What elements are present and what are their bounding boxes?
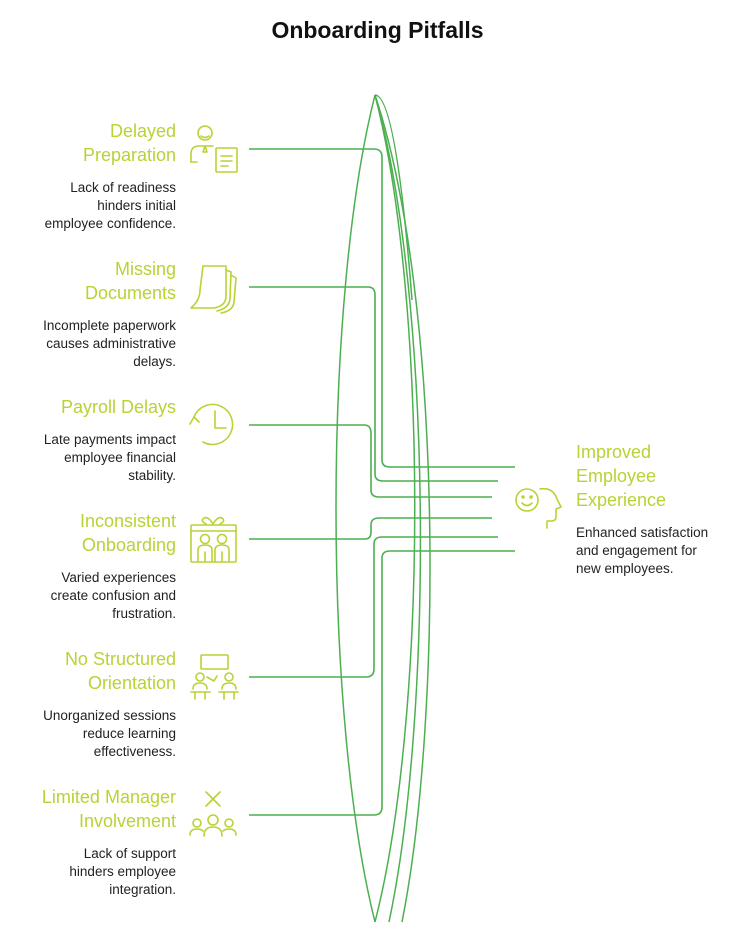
outcome-description: Enhanced satisfaction and engagement for… — [576, 525, 709, 576]
pitfall-desc-payroll-delays: Late payments impact employee financial … — [43, 432, 176, 483]
clock-icon — [189, 403, 234, 446]
connector-lines — [249, 148, 515, 816]
connector-missing-documents — [249, 286, 498, 482]
pitfall-desc-delayed-preparation: Lack of readiness hinders initial employ… — [44, 180, 176, 231]
documents-stack-icon — [190, 265, 237, 314]
team-x-icon — [189, 791, 237, 837]
pitfall-title-payroll-delays: Payroll Delays — [60, 397, 176, 417]
presentation-icon — [190, 654, 239, 700]
pitfall-title-delayed-preparation: Delayed Preparation — [82, 121, 176, 165]
connector-delayed-preparation — [249, 148, 515, 468]
smiling-head-icon — [515, 487, 562, 529]
gift-people-icon — [190, 516, 237, 563]
connector-no-structured-orientation — [249, 536, 498, 678]
connector-limited-manager-involvement — [249, 550, 515, 816]
connector-inconsistent-onboarding — [249, 517, 492, 540]
pitfall-desc-inconsistent-onboarding: Varied experiences create confusion and … — [50, 570, 176, 621]
pitfall-title-limited-manager-involvement: Limited Manager Involvement — [41, 787, 176, 831]
connector-payroll-delays — [249, 424, 492, 498]
outcome-title: Improved Employee Experience — [576, 442, 667, 510]
pitfall-desc-missing-documents: Incomplete paperwork causes administrati… — [43, 318, 176, 369]
pitfall-desc-no-structured-orientation: Unorganized sessions reduce learning eff… — [43, 708, 176, 759]
pitfall-desc-limited-manager-involvement: Lack of support hinders employee integra… — [69, 846, 176, 897]
pitfall-title-no-structured-orientation: No Structured Orientation — [64, 649, 176, 693]
page-title: Onboarding Pitfalls — [271, 17, 484, 43]
person-with-document-icon — [190, 125, 238, 173]
lens-shape — [335, 94, 431, 923]
pitfall-title-missing-documents: Missing Documents — [84, 259, 176, 303]
pitfall-title-inconsistent-onboarding: Inconsistent Onboarding — [79, 511, 176, 555]
